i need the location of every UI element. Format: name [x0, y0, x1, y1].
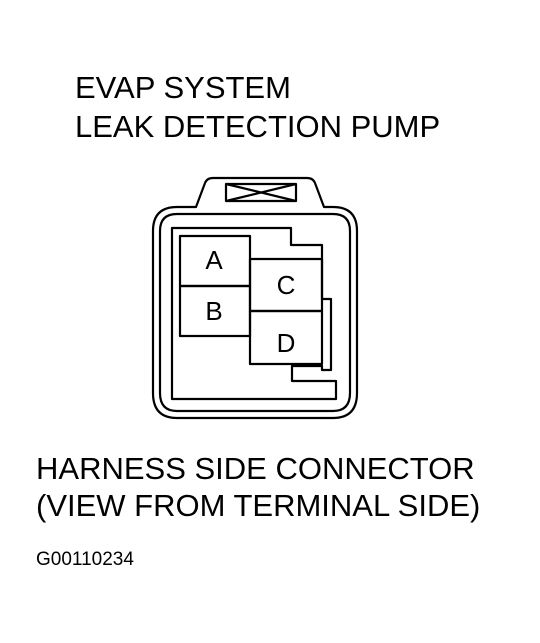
terminal-label-c: C — [277, 270, 296, 300]
terminal-label-a: A — [205, 245, 223, 275]
terminal-label-b: B — [205, 296, 222, 326]
connector-inner-shell — [158, 212, 352, 413]
caption-line-2: (VIEW FROM TERMINAL SIDE) — [36, 488, 481, 523]
connector-outer-shell — [151, 176, 359, 420]
terminal-cavity-d — [248, 309, 324, 366]
caption-line-1: HARNESS SIDE CONNECTOR — [36, 451, 475, 486]
terminal-block-outline — [170, 226, 338, 401]
title-line-1: EVAP SYSTEM — [75, 70, 291, 105]
latch-cross-2 — [225, 182, 297, 203]
figure-code: G00110234 — [36, 549, 134, 570]
latch-window — [224, 182, 298, 203]
terminal-label-d: D — [277, 328, 296, 358]
title-line-2: LEAK DETECTION PUMP — [75, 109, 441, 144]
